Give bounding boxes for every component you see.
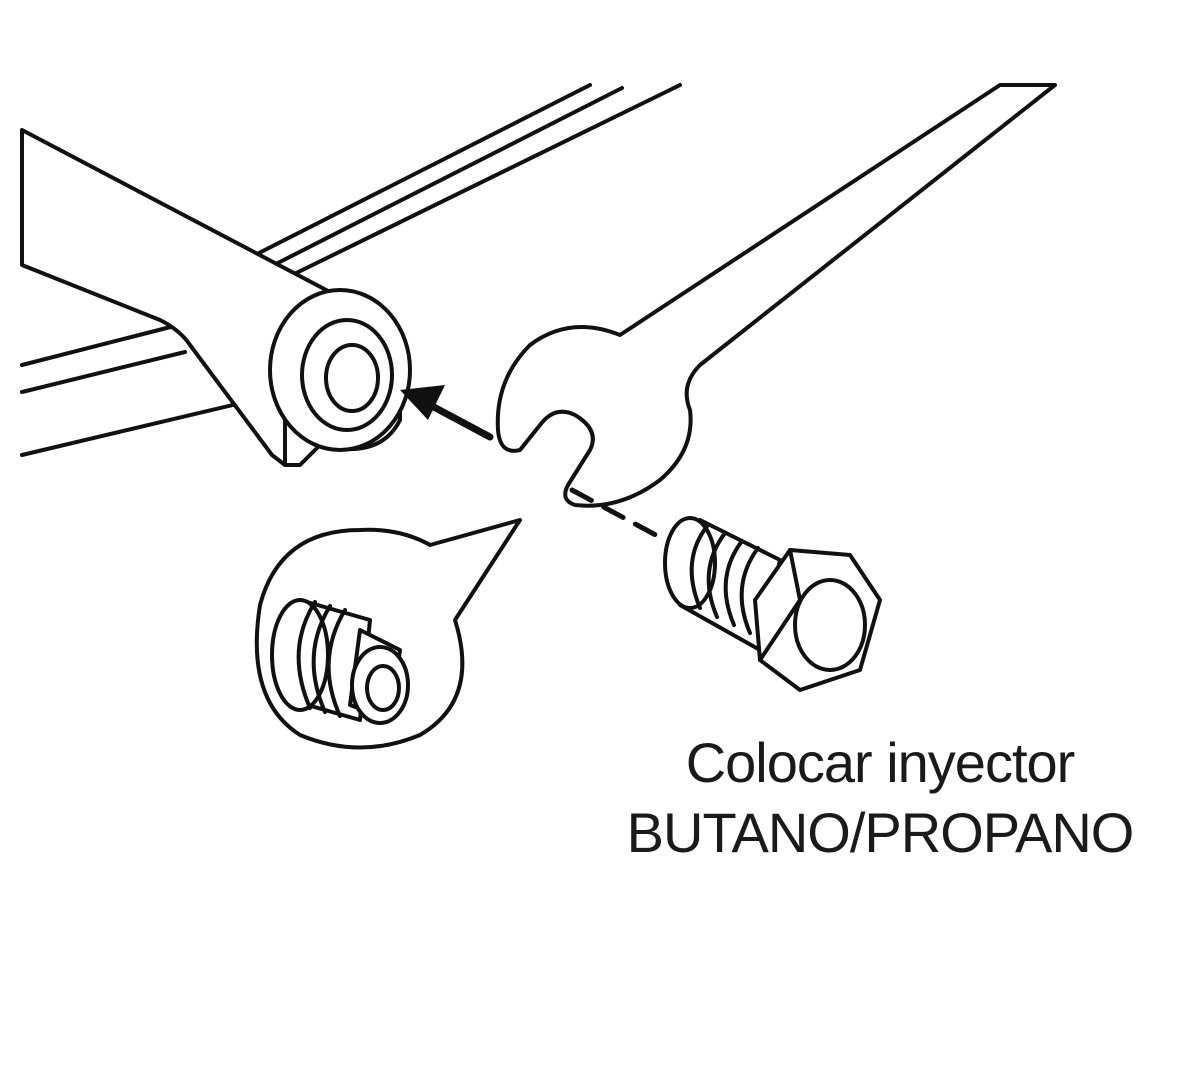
dashed-guide (569, 487, 668, 543)
caption-line-2: BUTANO/PROPANO (626, 801, 1135, 864)
instruction-caption: Colocar inyector BUTANO/PROPANO (560, 728, 1200, 868)
caption-line-1: Colocar inyector (685, 731, 1076, 794)
injector (663, 516, 882, 692)
wrench (495, 83, 1057, 508)
direction-arrow (400, 385, 494, 441)
burner-rails (20, 83, 682, 457)
injector-detail-callout (254, 518, 522, 750)
burner-tube (20, 128, 412, 467)
